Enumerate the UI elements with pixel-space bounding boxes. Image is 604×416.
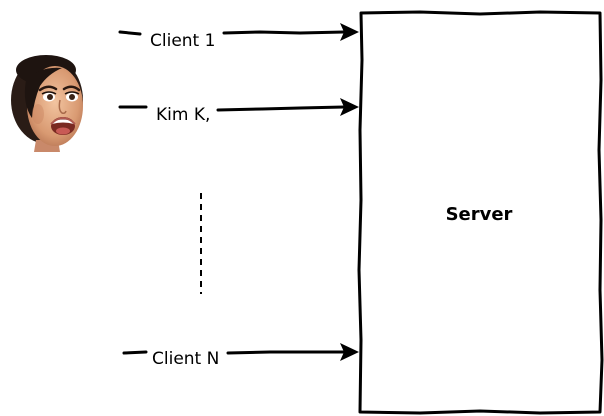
client-1-lead-line [118, 30, 142, 36]
client-n-label: Client N [152, 349, 219, 369]
client-1-arrow-line [222, 30, 346, 35]
client-2-arrowhead [340, 98, 359, 116]
client-1-arrowhead [340, 23, 359, 41]
client-1-label: Client 1 [150, 31, 215, 51]
face-avatar-icon [11, 55, 83, 152]
client-row-n: Client N [122, 343, 359, 369]
client-n-arrow-line [226, 350, 346, 355]
client-n-arrowhead [340, 343, 359, 361]
client-n-lead-line [122, 350, 148, 355]
client-row-2: Kim K, [118, 98, 359, 125]
server-box: Server [357, 10, 604, 415]
client-row-1: Client 1 [118, 23, 359, 51]
server-label: Server [446, 204, 513, 225]
client-2-arrow-line [216, 105, 346, 112]
client-2-label: Kim K, [156, 105, 210, 125]
